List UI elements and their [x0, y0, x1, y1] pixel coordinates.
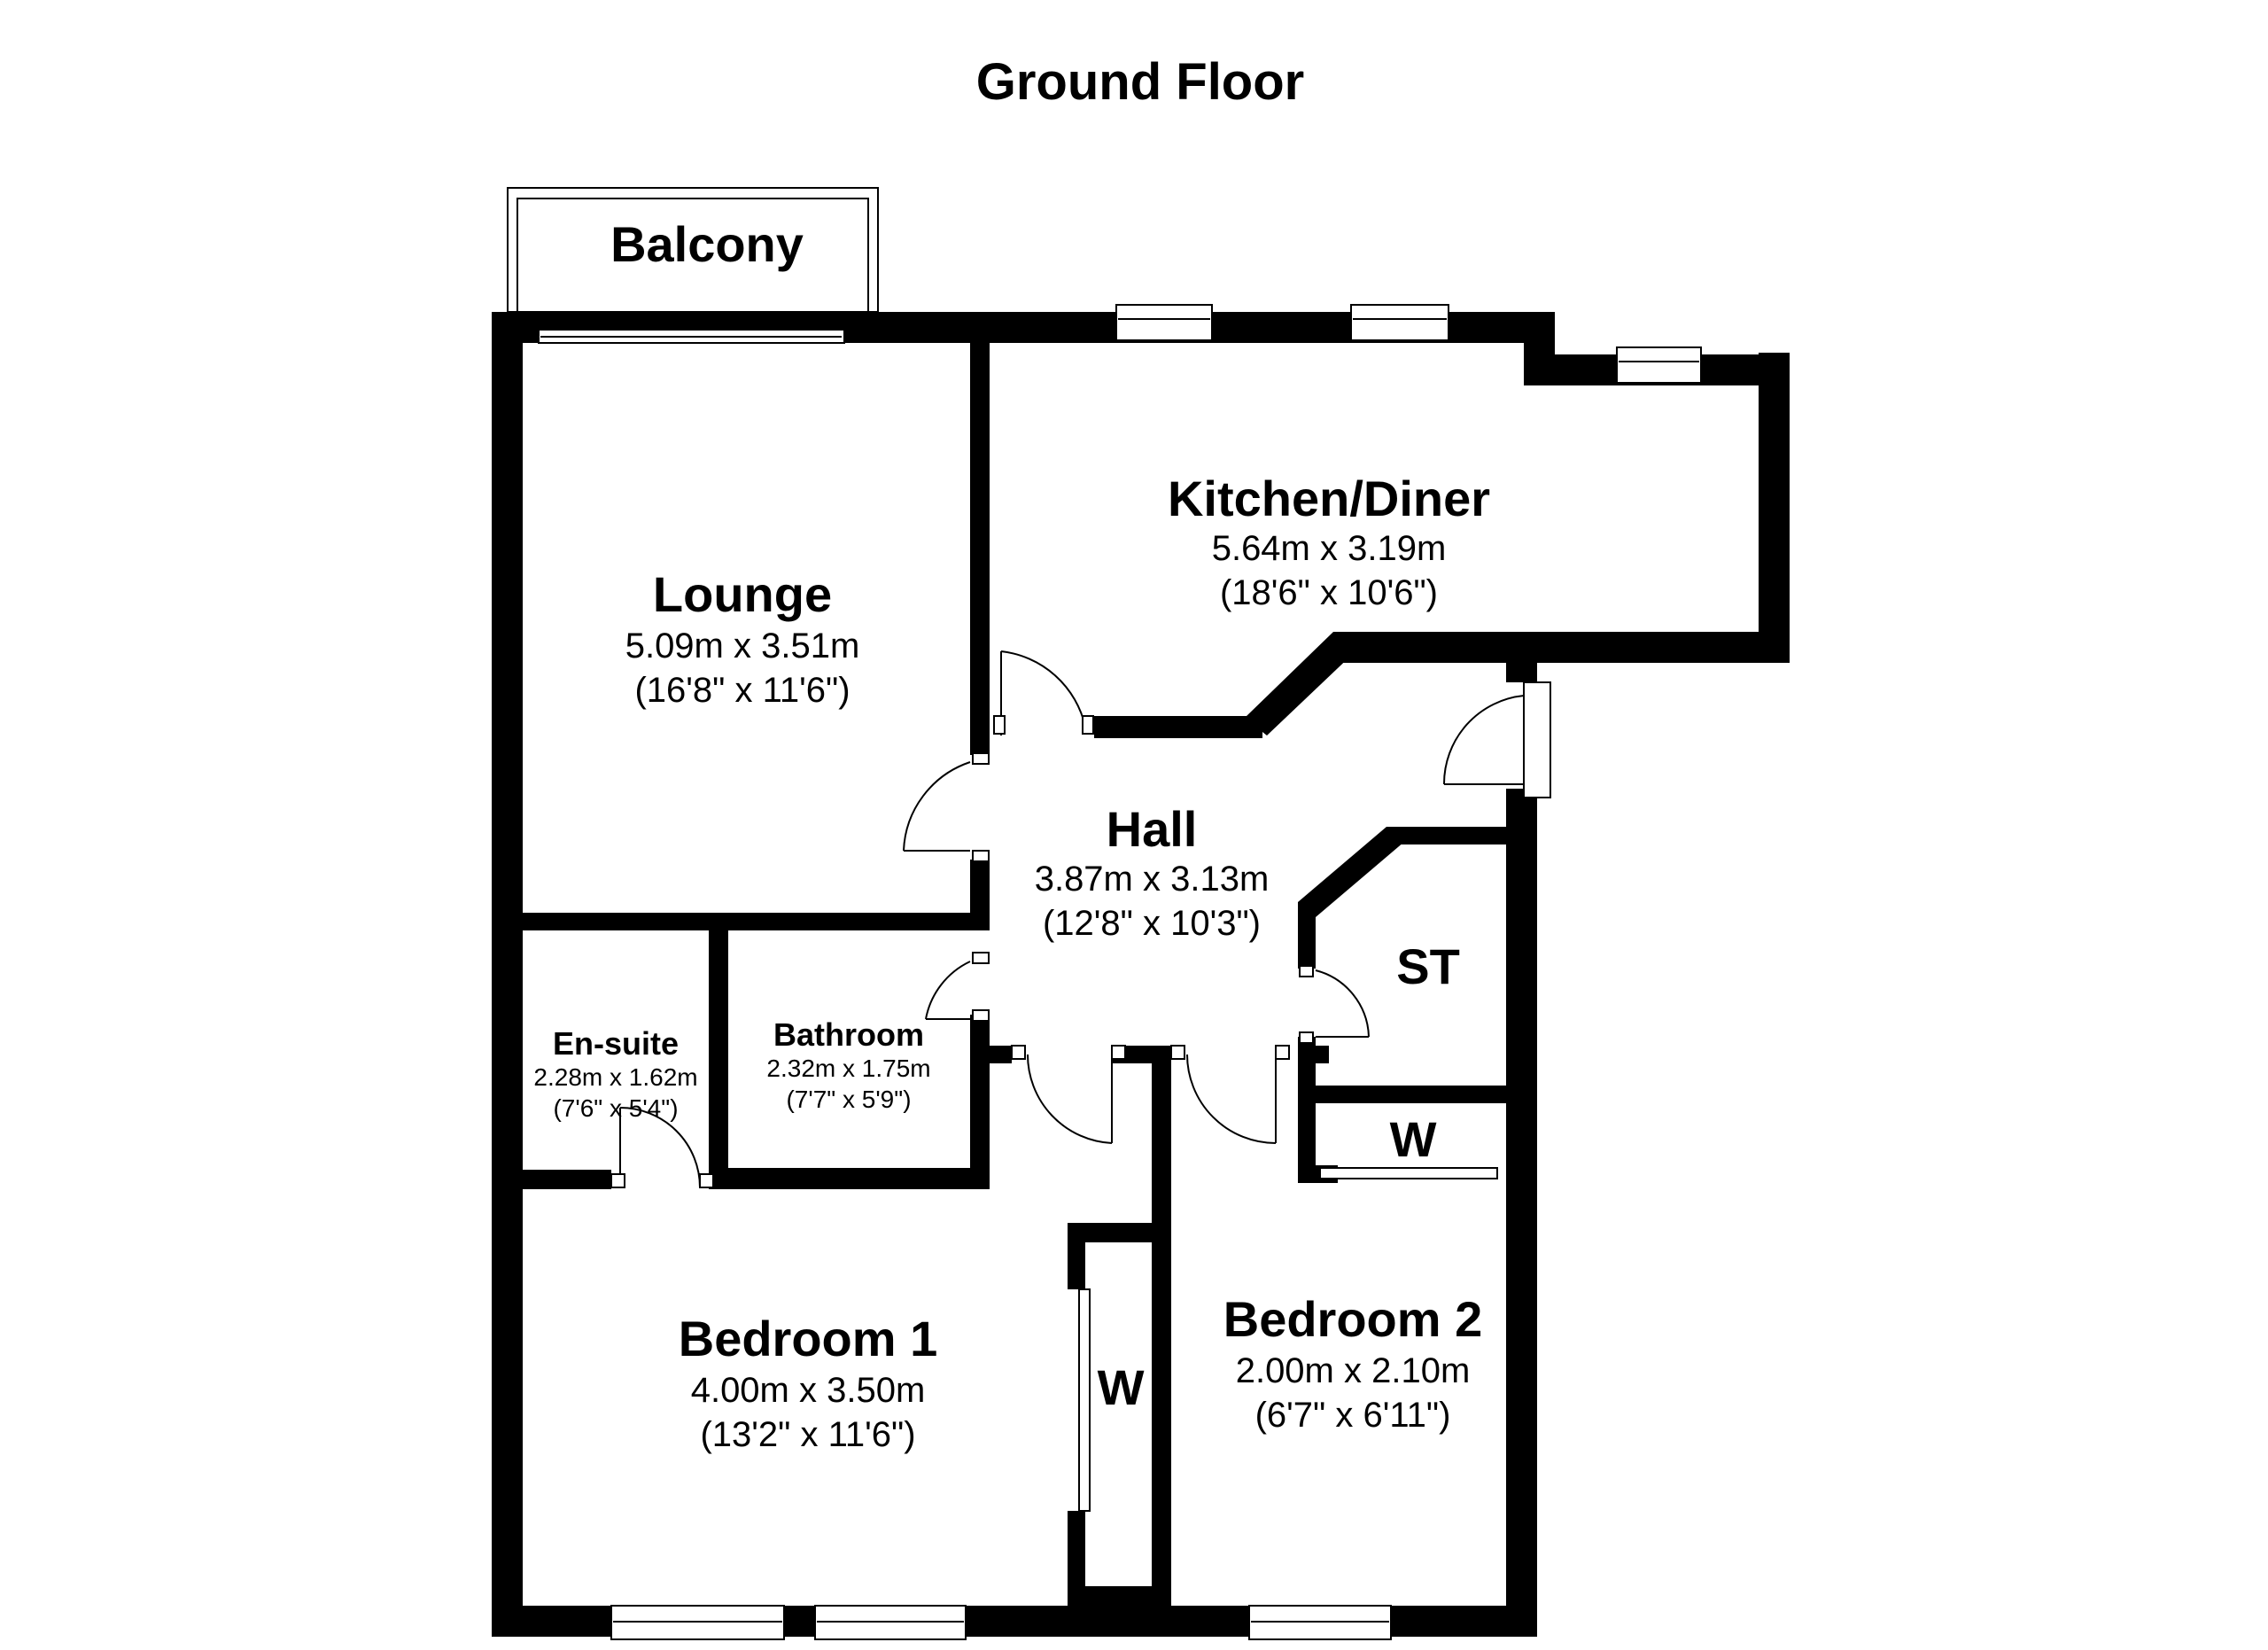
ensuite-imperial: (7'6" x 5'4"): [553, 1094, 678, 1122]
store-walls: [1298, 827, 1519, 1183]
ensuite-metric: 2.28m x 1.62m: [533, 1063, 697, 1091]
room-bathroom: Bathroom 2.32m x 1.75m (7'7" x 5'9"): [766, 1016, 930, 1113]
bedroom-divider: [1068, 1046, 1171, 1637]
kitchen-name: Kitchen/Diner: [1168, 471, 1490, 526]
hall-imperial: (12'8" x 10'3"): [1043, 904, 1261, 943]
store-name: ST: [1396, 938, 1460, 994]
lounge-name: Lounge: [653, 566, 832, 622]
room-bedroom-1: Bedroom 1 4.00m x 3.50m (13'2" x 11'6"): [679, 1311, 938, 1454]
bedroom2-name: Bedroom 2: [1223, 1291, 1483, 1347]
hall-metric: 3.87m x 3.13m: [1035, 860, 1270, 899]
hall-name: Hall: [1107, 801, 1198, 857]
bedroom1-metric: 4.00m x 3.50m: [691, 1371, 926, 1410]
room-lounge: Lounge 5.09m x 3.51m (16'8" x 11'6"): [625, 566, 860, 710]
ensuite-name: En-suite: [553, 1025, 679, 1062]
lounge-imperial: (16'8" x 11'6"): [634, 671, 850, 710]
room-wardrobe-2: W: [1390, 1111, 1437, 1167]
lounge-kitchen-wall: [970, 343, 990, 755]
kitchen-metric: 5.64m x 3.19m: [1212, 529, 1447, 568]
exterior-walls: [492, 312, 1790, 1637]
kitchen-partition: [1094, 632, 1790, 738]
bathroom-imperial: (7'7" x 5'9"): [786, 1086, 911, 1113]
bathroom-name: Bathroom: [773, 1016, 924, 1053]
room-balcony: Balcony: [610, 216, 804, 272]
wardrobe2-name: W: [1390, 1111, 1437, 1167]
lounge-bottom-wall: [523, 913, 990, 930]
balcony-outline: [507, 187, 879, 313]
room-bedroom-2: Bedroom 2 2.00m x 2.10m (6'7" x 6'11"): [1223, 1291, 1483, 1435]
room-store: ST: [1396, 938, 1460, 994]
kitchen-imperial: (18'6" x 10'6"): [1220, 573, 1438, 612]
bedroom1-name: Bedroom 1: [679, 1311, 938, 1366]
ensuite-bathroom-walls: [523, 922, 1012, 1189]
room-ensuite: En-suite 2.28m x 1.62m (7'6" x 5'4"): [533, 1025, 697, 1122]
balcony-name: Balcony: [610, 216, 804, 272]
windows: [538, 304, 1702, 1640]
room-wardrobe-1: W: [1098, 1359, 1145, 1415]
room-kitchen: Kitchen/Diner 5.64m x 3.19m (18'6" x 10'…: [1168, 471, 1490, 612]
bedroom2-imperial: (6'7" x 6'11"): [1255, 1396, 1451, 1435]
bathroom-metric: 2.32m x 1.75m: [766, 1055, 930, 1082]
wardrobe1-name: W: [1098, 1359, 1145, 1415]
bedroom1-imperial: (13'2" x 11'6"): [700, 1415, 915, 1454]
room-hall: Hall 3.87m x 3.13m (12'8" x 10'3"): [1035, 801, 1270, 943]
lounge-metric: 5.09m x 3.51m: [625, 627, 860, 665]
doors: [610, 650, 1525, 1188]
plan-title: Ground Floor: [976, 53, 1305, 111]
bedroom2-metric: 2.00m x 2.10m: [1236, 1351, 1471, 1390]
